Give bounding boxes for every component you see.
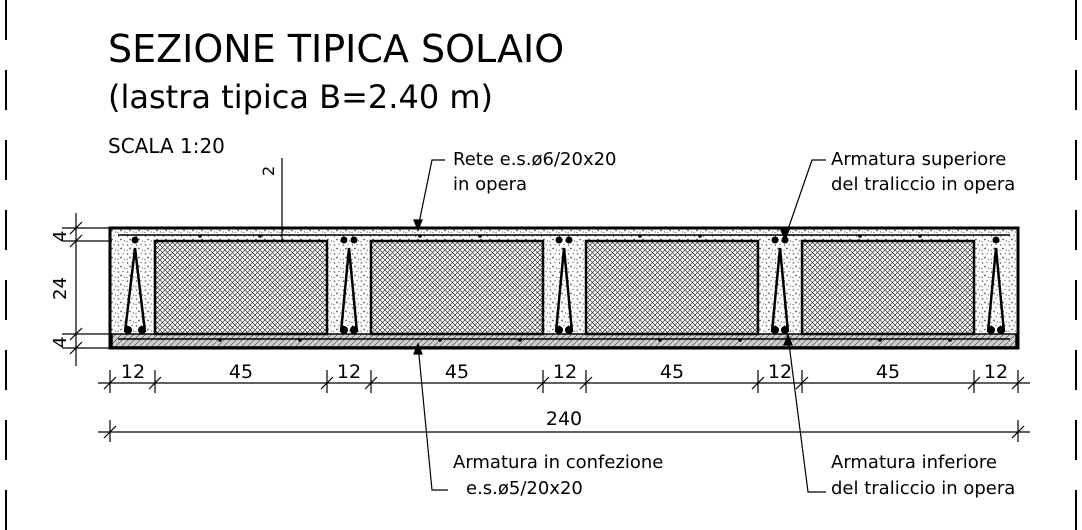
conf-label-line2: e.s.ø5/20x20 [466,478,583,499]
dim-segment: 45 [229,361,253,383]
rete-label-line1: Rete e.s.ø6/20x20 [453,149,617,170]
dim-segment: 45 [876,361,900,383]
horizontal-dimension [98,370,1030,393]
sheet-border [5,0,1077,530]
dim-total: 240 [546,408,582,430]
dim-bottom-plate: 4 [50,337,71,348]
dim-block-height: 24 [50,277,71,300]
dim-segment: 12 [768,361,792,383]
dim-segment: 12 [553,361,577,383]
conf-label-line1: Armatura in confezione [453,452,663,473]
drawing-subtitle: (lastra tipica B=2.40 m) [108,78,493,116]
lattice-truss [770,247,790,333]
drawing-scale: SCALA 1:20 [108,134,225,158]
drawing-title: SEZIONE TIPICA SOLAIO [108,27,564,71]
dim-segment: 45 [660,361,684,383]
total-dimension [98,420,1030,442]
cover-dim-label: 2 [259,166,278,176]
callout-armatura-confezione [413,342,448,491]
polystyrene-block [153,239,329,336]
callout-armatura-inferiore [783,333,826,493]
slab-section [108,226,1020,350]
dim-segment: 12 [984,361,1008,383]
rete-label-line2: in opera [453,174,527,195]
dim-segment: 45 [445,361,469,383]
dim-segment: 12 [121,361,145,383]
callout-armatura-superiore [780,159,826,242]
dim-top-cover: 4 [50,231,71,242]
lattice-truss [123,247,147,333]
inf-label-line2: del traliccio in opera [831,478,1015,499]
callout-rete [413,159,445,232]
polystyrene-block [584,239,760,336]
polystyrene-block [369,239,545,336]
lattice-truss [986,247,1006,333]
polystyrene-block [800,239,976,336]
vertical-dimension [62,213,112,366]
dim-segment: 12 [337,361,361,383]
lattice-truss [339,247,359,333]
lattice-truss [554,247,574,333]
sup-label-line1: Armatura superiore [831,149,1006,170]
sup-label-line2: del traliccio in opera [831,174,1015,195]
inf-label-line1: Armatura inferiore [831,452,997,473]
